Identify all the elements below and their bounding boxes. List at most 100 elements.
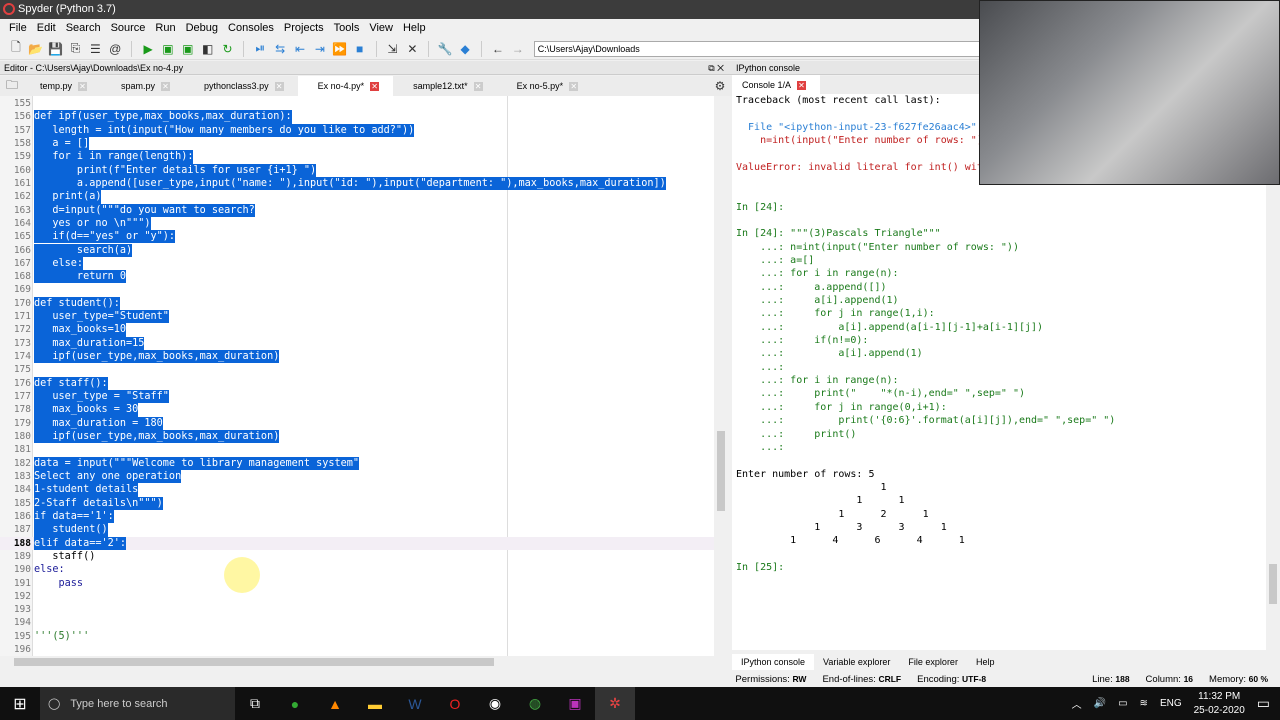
- menu-view[interactable]: View: [369, 22, 393, 34]
- close-pane-icon[interactable]: ⧉ ✕: [708, 63, 724, 73]
- tab-variable-explorer[interactable]: Variable explorer: [823, 657, 891, 667]
- save-icon[interactable]: 💾: [48, 41, 64, 56]
- new-file-icon[interactable]: 🗋: [11, 40, 21, 54]
- at-icon[interactable]: @: [109, 41, 122, 56]
- fullscreen-icon[interactable]: ✕: [407, 41, 418, 56]
- editor-horizontal-scrollbar[interactable]: [0, 656, 714, 668]
- task-view-icon[interactable]: ⧉: [250, 695, 260, 711]
- run-cell-icon[interactable]: ▣: [162, 41, 174, 56]
- close-tab-icon[interactable]: ✕: [161, 81, 171, 91]
- tab-file[interactable]: spam.py ✕: [101, 76, 184, 96]
- run-cell-advance-icon[interactable]: ▣: [182, 41, 194, 56]
- editor-vertical-scrollbar[interactable]: [714, 96, 728, 656]
- notifications-icon[interactable]: ▭: [1256, 695, 1270, 711]
- code-line: 155: [0, 97, 714, 110]
- window-title: Spyder (Python 3.7): [18, 3, 116, 15]
- line-number: 163: [13, 204, 31, 216]
- menu-debug[interactable]: Debug: [185, 22, 219, 34]
- console-line: Traceback (most recent call last):: [736, 95, 941, 106]
- step-icon[interactable]: ⇆: [275, 41, 286, 56]
- python-path-icon[interactable]: ◆: [460, 41, 470, 56]
- menu-tools[interactable]: Tools: [333, 22, 360, 34]
- language-indicator[interactable]: ENG: [1159, 698, 1182, 709]
- close-tab-icon[interactable]: ✕: [370, 81, 380, 91]
- code-text: ipf(user_type,max_books,max_duration): [34, 430, 280, 444]
- outline-icon[interactable]: ☰: [89, 41, 101, 56]
- menu-run[interactable]: Run: [155, 22, 176, 34]
- console-line: ...: a[i].append(a[i-1][j-1]+a[i-1][j]): [736, 321, 1044, 333]
- toolbar: 🗋 📂 💾 ⎘ ☰ @ ▶ ▣ ▣ ◧ ↻ ⏯ ⇆ ⇤ ⇥ ⏩ ■ ⇲ ✕ 🔧 …: [0, 38, 980, 60]
- working-directory-input[interactable]: C:\Users\Ajay\Downloads: [533, 40, 980, 57]
- tab-label: spam.py: [121, 81, 156, 91]
- code-line: 174 ipf(user_type,max_books,max_duration…: [0, 350, 714, 364]
- debug-icon[interactable]: ⏯: [255, 41, 266, 55]
- maximize-pane-icon[interactable]: ⇲: [387, 41, 398, 56]
- chrome-icon[interactable]: ◍: [528, 695, 542, 711]
- media-app-icon[interactable]: ▣: [568, 695, 582, 711]
- steam-icon[interactable]: ◉: [488, 695, 502, 711]
- run-selection-icon[interactable]: ◧: [201, 41, 214, 56]
- spyder-taskbar-icon[interactable]: ✲: [595, 687, 635, 720]
- tab-console-1[interactable]: Console 1/A✕: [732, 75, 821, 95]
- close-tab-icon[interactable]: ✕: [78, 81, 88, 91]
- rerun-icon[interactable]: ↻: [222, 41, 233, 56]
- code-text: if data=='1':: [34, 509, 114, 524]
- tab-file[interactable]: temp.py✕: [20, 76, 101, 96]
- line-number: 155: [13, 98, 31, 109]
- tab-file[interactable]: sample12.txt*✕: [393, 76, 497, 96]
- close-tab-icon[interactable]: ✕: [473, 81, 483, 91]
- windows-start-icon[interactable]: ⊞: [13, 695, 27, 713]
- console-line: 1 2 1: [736, 508, 929, 520]
- preferences-wrench-icon[interactable]: 🔧: [437, 41, 453, 56]
- code-line: 191 pass: [0, 577, 714, 590]
- code-line: 165 if(d=="yes" or "y"):: [0, 230, 714, 244]
- tab-file-explorer[interactable]: File explorer: [908, 657, 958, 667]
- file-explorer-icon[interactable]: ▬: [368, 695, 382, 712]
- menu-edit[interactable]: Edit: [36, 22, 56, 34]
- menu-file[interactable]: File: [9, 22, 27, 34]
- tab-file[interactable]: pythonclass3.py✕: [184, 76, 298, 96]
- battery-icon[interactable]: ▭: [1118, 698, 1128, 709]
- tab-file[interactable]: Ex no-4.py*✕: [297, 76, 394, 96]
- code-text: elif data=='2':: [34, 536, 127, 550]
- run-icon[interactable]: ▶: [143, 41, 153, 56]
- forward-arrow-icon[interactable]: →: [511, 41, 524, 56]
- menu-search[interactable]: Search: [65, 22, 101, 34]
- menu-help[interactable]: Help: [402, 22, 426, 34]
- word-icon[interactable]: W: [408, 695, 422, 712]
- options-gear-icon[interactable]: ⚙: [714, 79, 726, 93]
- close-tab-icon[interactable]: ✕: [797, 80, 807, 90]
- save-all-icon[interactable]: ⎘: [70, 41, 81, 55]
- menu-source[interactable]: Source: [110, 22, 146, 34]
- opera-icon[interactable]: O: [449, 695, 461, 712]
- browse-tabs-icon[interactable]: 🗀: [5, 77, 18, 92]
- step-return-icon[interactable]: ⇥: [314, 41, 325, 56]
- taskbar-search[interactable]: ◯Type here to search: [40, 687, 235, 720]
- chevron-up-icon[interactable]: ︿: [1071, 700, 1082, 711]
- tab-file[interactable]: Ex no-5.py*✕: [497, 76, 593, 96]
- vlc-icon[interactable]: ▲: [328, 695, 342, 712]
- tab-ipython-console[interactable]: IPython console: [732, 654, 815, 670]
- open-file-icon[interactable]: 📂: [28, 41, 44, 56]
- close-tab-icon[interactable]: ✕: [569, 81, 579, 91]
- tab-help[interactable]: Help: [975, 657, 995, 667]
- code-line: 160 print(f"Enter details for user {i+1}…: [0, 163, 714, 177]
- volume-icon[interactable]: 🔊: [1093, 698, 1107, 709]
- close-tab-icon[interactable]: ✕: [274, 81, 284, 91]
- console-scrollbar[interactable]: [1266, 94, 1280, 650]
- step-into-icon[interactable]: ⇤: [295, 41, 306, 56]
- stop-icon[interactable]: ■: [356, 41, 364, 56]
- continue-icon[interactable]: ⏩: [332, 41, 348, 56]
- code-line: 158 a = []: [0, 136, 714, 151]
- wifi-icon[interactable]: ≋: [1139, 698, 1148, 709]
- menu-consoles[interactable]: Consoles: [228, 22, 274, 34]
- menu-projects[interactable]: Projects: [283, 22, 324, 34]
- ipython-console[interactable]: Traceback (most recent call last): File …: [732, 94, 1266, 650]
- app-icon-green[interactable]: ●: [290, 695, 300, 712]
- back-arrow-icon[interactable]: ←: [491, 41, 504, 56]
- line-number: 169: [13, 284, 31, 296]
- code-text: length = int(input("How many members do …: [34, 123, 415, 137]
- console-line: ...:: [736, 361, 785, 373]
